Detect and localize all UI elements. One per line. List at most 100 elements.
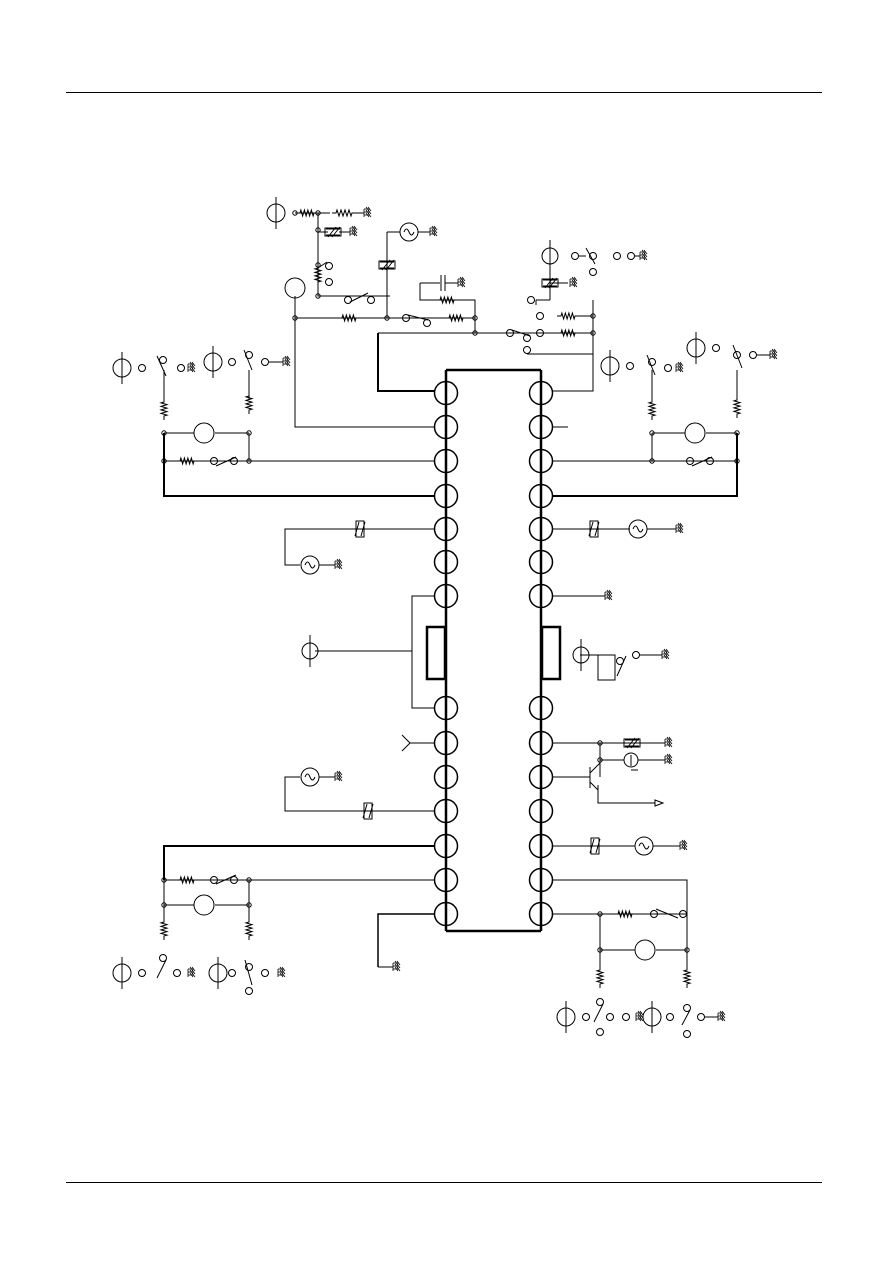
switch-contact bbox=[230, 876, 238, 884]
junction-dot bbox=[315, 293, 321, 299]
switch-contact bbox=[632, 651, 640, 659]
meter-icon bbox=[634, 939, 656, 961]
switch-icon bbox=[156, 959, 167, 979]
switch-contact bbox=[138, 969, 146, 977]
ac-source-icon bbox=[399, 222, 419, 242]
switch-icon bbox=[215, 874, 237, 885]
switch-icon bbox=[732, 344, 743, 369]
junction-dot bbox=[246, 430, 252, 436]
resistor-icon bbox=[682, 966, 692, 988]
ic-pin-right-6 bbox=[528, 549, 554, 575]
ic-pin-left-2 bbox=[433, 414, 459, 440]
switch-icon bbox=[593, 1003, 604, 1023]
ground-icon bbox=[457, 276, 466, 288]
junction-dot bbox=[649, 458, 655, 464]
ground-icon bbox=[635, 1010, 644, 1022]
ic-pin-right-12 bbox=[528, 833, 554, 859]
switch-contact bbox=[325, 278, 333, 286]
switch-icon bbox=[407, 314, 429, 321]
ground-icon bbox=[569, 276, 578, 288]
capacitor-icon bbox=[378, 259, 396, 271]
meter-icon bbox=[193, 422, 215, 444]
switch-contact bbox=[523, 346, 531, 354]
wiring bbox=[161, 210, 770, 1018]
junction-dot bbox=[597, 947, 603, 953]
ic-pin-right-11 bbox=[528, 798, 554, 824]
transistor-icon bbox=[589, 762, 601, 791]
switch-contact bbox=[679, 910, 687, 918]
ic-pin-left-1 bbox=[433, 380, 459, 406]
wire bbox=[411, 595, 434, 709]
switch-icon bbox=[243, 349, 253, 371]
meter-icon bbox=[572, 639, 590, 671]
switch-contact bbox=[626, 362, 634, 370]
switch-contact bbox=[582, 1013, 590, 1021]
meter-icon bbox=[284, 277, 306, 299]
ic-pin-right-9 bbox=[528, 730, 554, 756]
ic-pin-left-6 bbox=[433, 549, 459, 575]
switch-contact bbox=[648, 358, 656, 366]
wire bbox=[553, 433, 738, 497]
junction-dot bbox=[161, 430, 167, 436]
switch-contact bbox=[613, 252, 621, 260]
ground-icon bbox=[349, 225, 358, 237]
switch-contact bbox=[749, 351, 757, 359]
switch-contact bbox=[527, 296, 535, 304]
switch-contact bbox=[683, 1030, 691, 1038]
switch-contact bbox=[159, 356, 167, 364]
ground-icon bbox=[334, 770, 343, 782]
wire bbox=[597, 785, 655, 804]
switch-icon bbox=[616, 655, 627, 677]
capacitor-icon bbox=[589, 837, 601, 855]
junction-dot bbox=[597, 911, 603, 917]
junction-dot bbox=[472, 330, 478, 336]
switch-contact bbox=[733, 351, 741, 359]
resistor-icon bbox=[445, 313, 467, 323]
ground-icon bbox=[675, 522, 684, 534]
switch-contact bbox=[571, 252, 579, 260]
switch-contact bbox=[686, 457, 694, 465]
resistor-icon bbox=[614, 909, 636, 919]
meter-icon bbox=[600, 350, 620, 382]
switch-contact bbox=[159, 954, 167, 962]
resistor-icon bbox=[332, 208, 356, 218]
ic-pin-left-14 bbox=[433, 901, 459, 927]
ic-window-left bbox=[425, 625, 447, 681]
ground-icon bbox=[187, 361, 196, 373]
junction-dot bbox=[161, 902, 167, 908]
ic-window-right bbox=[540, 625, 562, 681]
resistor-icon bbox=[732, 396, 742, 418]
switch-icon bbox=[585, 247, 596, 265]
ground-icon bbox=[769, 348, 778, 360]
resistor-icon bbox=[557, 311, 579, 321]
ic-pin-right-14 bbox=[528, 901, 554, 927]
ground-icon bbox=[679, 839, 688, 851]
switch-contact bbox=[664, 364, 672, 372]
resistor-icon bbox=[313, 264, 323, 286]
ac-source-icon bbox=[628, 519, 648, 539]
resistor-icon bbox=[296, 208, 318, 218]
switch-contact bbox=[622, 1013, 630, 1021]
ground-icon bbox=[363, 206, 372, 218]
junction-dot bbox=[649, 430, 655, 436]
ic-package bbox=[444, 368, 543, 933]
meter-icon bbox=[642, 1001, 662, 1033]
wire bbox=[317, 213, 390, 297]
junction-dot bbox=[161, 458, 167, 464]
antenna-icon bbox=[401, 734, 411, 752]
wire bbox=[377, 333, 434, 392]
ic-pin-left-12 bbox=[433, 833, 459, 859]
ground-icon bbox=[604, 589, 613, 601]
switch-contact bbox=[344, 296, 352, 304]
ic-pin-left-10 bbox=[433, 764, 459, 790]
ic-pin-left-4 bbox=[433, 483, 459, 509]
ic-pin-right-1 bbox=[528, 380, 554, 406]
junction-dot bbox=[246, 458, 252, 464]
ground-icon bbox=[277, 966, 286, 978]
meter-icon bbox=[541, 240, 559, 272]
ic-pin-right-7 bbox=[528, 583, 554, 609]
switch-contact bbox=[325, 262, 333, 270]
switch-contact bbox=[261, 969, 269, 977]
